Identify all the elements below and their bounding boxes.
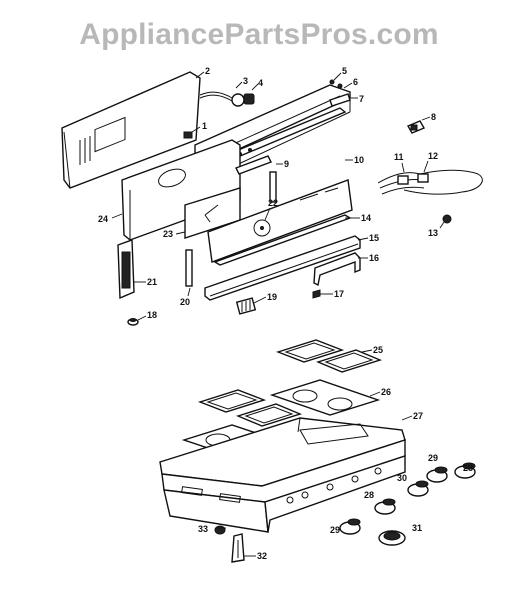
callout-1: 1	[202, 121, 207, 131]
vertical-spacer-upper	[269, 171, 277, 203]
small-fitting	[183, 131, 193, 139]
callout-13: 13	[428, 228, 438, 238]
callout-26: 26	[381, 387, 391, 397]
leveling-leg	[231, 533, 245, 563]
vertical-spacer-lower	[185, 249, 193, 287]
control-knob-5	[454, 462, 476, 479]
leader-lines	[111, 71, 445, 557]
callout-29-top: 29	[428, 453, 438, 463]
ignition-module	[406, 120, 426, 134]
control-knob-1	[339, 518, 361, 535]
knob-bezel	[378, 530, 406, 546]
burner-grate-front-left	[197, 389, 303, 427]
callout-28-mid: 28	[364, 490, 374, 500]
callout-27: 27	[413, 411, 423, 421]
callout-29-left: 29	[330, 525, 340, 535]
callout-7: 7	[359, 94, 364, 104]
back-panel	[61, 71, 201, 189]
screw	[127, 318, 139, 326]
burner-tube	[235, 155, 272, 175]
callout-11: 11	[394, 152, 404, 162]
callout-4: 4	[258, 78, 263, 88]
callout-labels: 2 3 4 1 5 6 7 8 9 10 11 12 13 14 15 16 1…	[98, 66, 473, 561]
callout-22: 22	[268, 198, 278, 208]
callout-20: 20	[180, 297, 190, 307]
burner-grate-rear-right	[275, 339, 383, 373]
callout-12: 12	[428, 151, 438, 161]
end-cap	[117, 239, 135, 300]
callout-25: 25	[373, 345, 383, 355]
hose-fitting	[199, 91, 233, 102]
wire-harness	[377, 169, 483, 195]
callout-5: 5	[342, 66, 347, 76]
callout-15: 15	[369, 233, 379, 243]
switch-block	[235, 297, 257, 315]
callout-28-right: 28	[463, 463, 473, 473]
wire-clip	[442, 214, 452, 224]
callout-23: 23	[163, 229, 173, 239]
callout-18: 18	[147, 310, 157, 320]
callout-14: 14	[361, 213, 371, 223]
regulator-valve	[231, 93, 255, 107]
callout-6: 6	[353, 77, 358, 87]
callout-3: 3	[243, 76, 248, 86]
handle-bracket	[313, 252, 361, 287]
callout-31: 31	[412, 523, 422, 533]
callout-9: 9	[284, 159, 289, 169]
callout-17: 17	[334, 289, 344, 299]
callout-10: 10	[354, 155, 364, 165]
watermark-text: AppliancePartsPros.com	[79, 18, 439, 51]
callout-21: 21	[147, 277, 157, 287]
control-knob-4	[426, 466, 448, 483]
callout-24: 24	[98, 214, 108, 224]
clip	[312, 289, 321, 299]
callout-8: 8	[431, 112, 436, 122]
burner-plate-rear	[269, 379, 381, 416]
callout-19: 19	[267, 292, 277, 302]
callout-2: 2	[205, 66, 210, 76]
control-knob-2	[374, 498, 396, 515]
callout-32: 32	[257, 551, 267, 561]
cooktop-base	[159, 417, 406, 533]
glass-control-panel	[207, 179, 353, 263]
small-knob	[214, 525, 226, 535]
callout-33: 33	[198, 524, 208, 534]
control-knob-3	[407, 480, 429, 497]
callout-16: 16	[369, 253, 379, 263]
callout-30: 30	[397, 473, 407, 483]
front-trim-rail	[204, 235, 361, 301]
